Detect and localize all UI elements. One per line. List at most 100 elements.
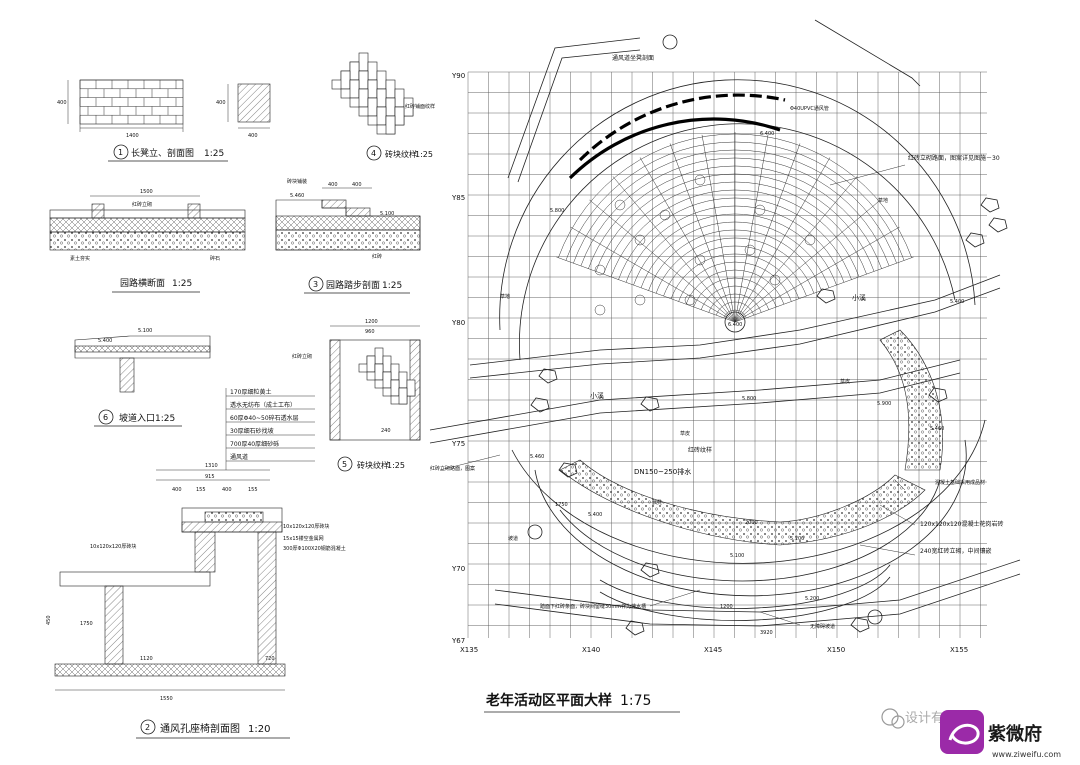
label-bottom-note: 踏面下红砖条面，砖块间留缝30mm作为排水槽	[540, 603, 646, 610]
note-concrete: 300厚Φ100X20钢筋混凝土	[283, 545, 346, 552]
dim-120: 1750	[80, 621, 93, 627]
label-drain: DN150~250排水	[634, 467, 691, 476]
axis-y-label: Y70	[451, 565, 465, 573]
detail-scale: 1:25	[204, 149, 224, 159]
brand-logo-icon	[940, 710, 984, 754]
dim-155: 155	[248, 487, 258, 493]
step-label-brick: 红砖	[372, 253, 382, 260]
axis-y-label: Y67	[451, 637, 465, 645]
detail-scale: 1:20	[248, 724, 270, 735]
dim-400b: 400	[216, 100, 226, 106]
level: 5.460	[530, 454, 544, 460]
label-stream: 小溪	[590, 391, 604, 400]
detail-number: 6	[103, 413, 108, 422]
ramp-level-1: 5.100	[138, 328, 152, 334]
detail-title: 园路踏步剖面	[326, 279, 380, 291]
dim-155: 155	[196, 487, 206, 493]
axis-x-label: X155	[950, 646, 968, 654]
dim-960: 960	[365, 329, 375, 335]
label-stream: 小溪	[852, 293, 866, 302]
detail-scale: 1:25	[415, 150, 433, 159]
label-lawn: 草皮	[840, 378, 850, 385]
note-mesh: 15x15镂空金属网	[283, 535, 324, 542]
label-road: 240宽红砖立砌，中间镶嵌	[920, 547, 991, 555]
level: 5.200	[805, 596, 819, 602]
dim-height: 450	[46, 615, 52, 625]
detail-number: 5	[342, 460, 347, 469]
label-grass: 草地	[500, 293, 510, 300]
dim: 3920	[760, 630, 773, 636]
layer-label: 通风道	[230, 453, 248, 461]
road-label-gravel: 碎石	[210, 255, 220, 262]
label-edge-right: 混凝土基础采用成品材	[935, 479, 985, 486]
plan-scale: 1:75	[620, 693, 651, 709]
pattern-label: 红砖立砌	[292, 353, 312, 360]
note-brick: 10x120x120厚砖块	[283, 523, 329, 530]
level: 6.400	[728, 322, 742, 328]
level: 5.400	[950, 299, 964, 305]
detail-number-circle	[113, 144, 129, 160]
level: 5.100	[730, 553, 744, 559]
dim-1120: 1120	[140, 656, 153, 662]
label-bench: 长凳	[652, 499, 662, 506]
axis-y-label: Y75	[451, 440, 465, 448]
layer-label: 30厚细石砂找坡	[230, 427, 274, 435]
detail-vent-bench-section: 170厚细粒黄土透水无纺布（成土工布）60厚Φ40~50碎石透水层30厚细石砂找…	[46, 388, 346, 739]
dim-400c: 400	[248, 133, 258, 139]
detail-number: 1	[118, 148, 123, 157]
dim-400: 400	[57, 100, 67, 106]
dim: 1750	[555, 502, 568, 508]
axis-x-label: X140	[582, 646, 600, 654]
level: 5.900	[877, 401, 891, 407]
step-level-high: 5.460	[290, 193, 304, 199]
dim-915: 915	[205, 474, 215, 480]
dim-1500: 1500	[140, 189, 153, 195]
layer-label: 透水无纺布（成土工布）	[230, 401, 296, 409]
detail-bench-elevation: 1400 400 400 400 1 长凳立、剖面图 1:25	[57, 79, 271, 162]
layer-label: 700厚40厚细砂砾	[230, 440, 279, 448]
brand-name: 紫微府	[988, 723, 1042, 745]
ramp-level-2: 5.400	[98, 338, 112, 344]
axis-x-label: X135	[460, 646, 478, 654]
label-grass: 草地	[878, 197, 888, 204]
dim: 2000	[745, 520, 758, 526]
detail-road-section: 1500 红砖立砌 素土夯实 碎石 园路横断面 1:25	[49, 189, 246, 293]
detail-title: 坡道入口	[119, 412, 155, 424]
label-pvc: Φ40UPVC通风管	[790, 105, 829, 112]
level: 5.100	[790, 536, 804, 542]
dim-400: 400	[172, 487, 182, 493]
dim-400: 400	[328, 182, 338, 188]
level: 5.800	[742, 396, 756, 402]
detail-step-section: 砖块铺装 5.460 5.100 400 400 红砖 3 园路踏步剖面 1:2…	[275, 178, 421, 294]
dim: 1200	[720, 604, 733, 610]
axis-y-label: Y80	[451, 319, 465, 327]
detail-ramp-entrance: 5.100 5.400 6 坡道入口 1:25	[74, 328, 211, 427]
dim-120: 720	[265, 656, 275, 662]
label-stone: 120x120x120混凝土花岗岩砖	[920, 520, 1003, 528]
detail-number: 2	[145, 723, 150, 732]
dim-1200: 1200	[365, 319, 378, 325]
detail-number: 4	[371, 149, 376, 158]
dim-1550: 1550	[160, 696, 173, 702]
step-label: 砖块铺装	[287, 178, 307, 185]
detail-brick-pattern-4: 红砖铺面纹样 4 砖块纹样 1:25	[331, 52, 435, 161]
level: 5.460	[930, 426, 944, 432]
brand-url: www.ziweifu.com	[992, 750, 1061, 759]
label-accessible-ramp: 无障碍坡道	[810, 623, 835, 630]
detail-title: 园路横断面	[120, 277, 165, 289]
axis-x-label: X150	[827, 646, 845, 654]
dim-400: 400	[222, 487, 232, 493]
detail-scale: 1:25	[155, 414, 175, 424]
detail-scale: 1:25	[387, 461, 405, 470]
road-label-brick: 红砖立砌	[132, 201, 152, 208]
step-level-low: 5.100	[380, 211, 394, 217]
dim-1400: 1400	[126, 133, 139, 139]
detail-title: 通风孔座椅剖面图	[160, 722, 240, 735]
detail-title: 砖块纹样	[385, 149, 417, 159]
wechat-icon	[881, 708, 899, 726]
axis-y-label: Y90	[451, 72, 465, 80]
detail-scale: 1:25	[382, 281, 402, 291]
dim-240: 240	[381, 428, 391, 434]
label-brick-note: 红砖立砌路面，图案详见图施－30	[908, 154, 1000, 162]
